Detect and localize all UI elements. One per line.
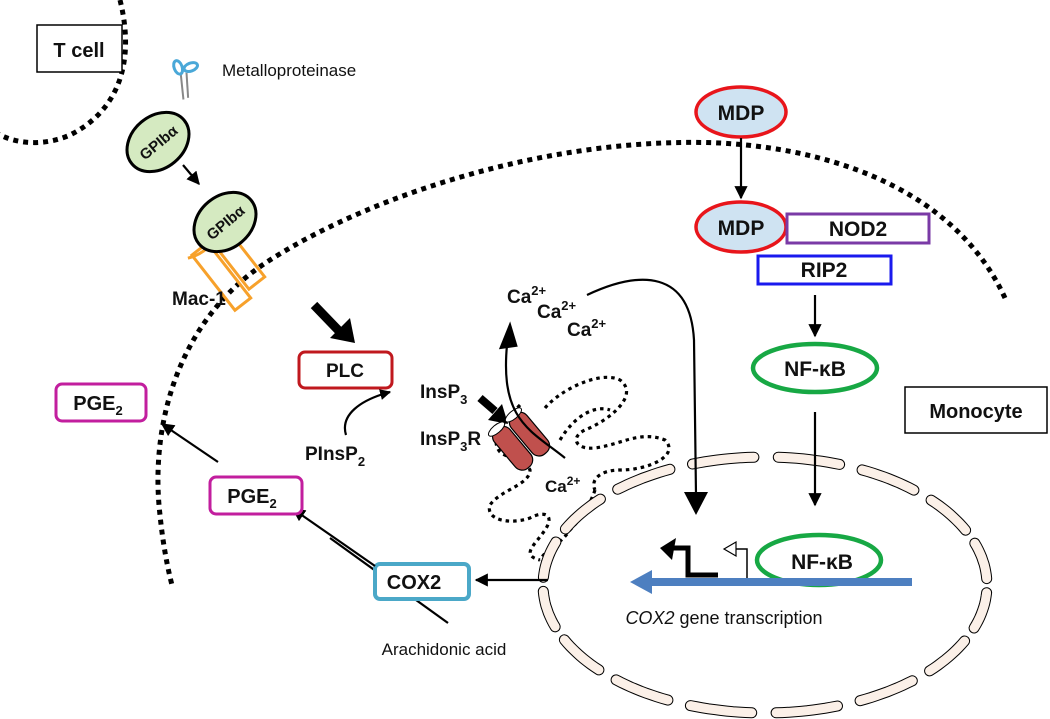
promoter-basal-arrow	[733, 548, 748, 578]
arachidonic-acid-label: Arachidonic acid	[382, 640, 507, 659]
nod2-label: NOD2	[829, 218, 887, 241]
ca-label-2: Ca2+	[537, 298, 577, 323]
pge2-intracellular-box	[208, 475, 304, 516]
rip2-box	[756, 254, 893, 286]
ca-label-1: Ca2+	[507, 283, 547, 308]
pge2-secretion-arrow	[160, 423, 219, 463]
monocyte-label: Monocyte	[929, 401, 1022, 423]
ca-label-3: Ca2+	[567, 316, 607, 341]
ca-to-nucleus-line	[586, 278, 698, 496]
promoter-basal-arrowhead	[722, 540, 737, 558]
nuclear-envelope-segment	[970, 538, 992, 584]
nuclear-envelope-segment	[857, 465, 919, 495]
nuclear-envelope-segment	[855, 676, 917, 706]
pinsp2-to-insp3-arrow	[343, 389, 392, 436]
scissors-icon	[172, 59, 199, 100]
ca-label-er: Ca2+	[545, 474, 580, 496]
nfkb-cytoplasmic-label: NF-κB	[784, 358, 846, 381]
pge2-extracellular-label: PGE2	[73, 393, 122, 418]
ca-release-arrowhead	[498, 321, 518, 350]
nuclear-envelope-segment	[688, 452, 759, 469]
nuclear-envelope-segment	[538, 537, 561, 582]
insp3-to-receptor-arrowhead	[488, 404, 508, 424]
gene-transcription-label: COX2 gene transcription	[625, 608, 822, 628]
insp3-label: InsP3	[420, 382, 467, 407]
insp3-to-receptor-shaft	[477, 394, 498, 415]
promoter-strong-arrowhead	[660, 538, 676, 560]
pge2-intracellular-label: PGE2	[227, 486, 276, 511]
nuclear-envelope-segment	[559, 635, 604, 675]
mdp-extracellular	[694, 85, 788, 139]
nuclear-envelope-segment	[771, 701, 842, 718]
nod2-box	[785, 212, 931, 245]
gpiba-bound: GPIbα	[192, 190, 258, 254]
nuclear-envelope	[537, 451, 993, 719]
mac1-label: Mac-1	[172, 289, 226, 310]
nuclear-envelope-segment	[925, 636, 970, 676]
nuclear-envelope-segment	[611, 675, 673, 705]
nuclear-envelope-segment	[538, 586, 560, 632]
rip2-label: RIP2	[801, 259, 848, 282]
mac1-to-plc-arrowhead	[330, 318, 355, 343]
pinsp2-label: PInsP2	[305, 444, 365, 469]
cox2-label: COX2	[387, 572, 441, 594]
gpiba-shed: GPIbα	[125, 110, 191, 174]
mac1-to-plc-shaft	[310, 301, 344, 336]
nuclear-envelope-segment	[560, 494, 605, 534]
plc-box	[297, 350, 394, 390]
cox2-box	[373, 562, 471, 601]
insp3r-label: InsP3R	[420, 429, 481, 454]
ca-to-nucleus-arrowhead	[684, 492, 708, 515]
pge2-extracellular-box	[54, 382, 148, 423]
nuclear-envelope-segment	[969, 588, 992, 633]
mdp-intracellular-label: MDP	[718, 217, 765, 240]
promoter-strong-arrow	[672, 545, 718, 578]
monocyte-label-box	[904, 386, 1048, 434]
nuclear-envelope-segment	[926, 495, 971, 535]
t-cell-label: T cell	[53, 40, 104, 62]
insp3r-channel	[487, 407, 551, 471]
shed-arrow	[182, 164, 200, 186]
nuclear-envelope-segment	[685, 701, 757, 718]
metalloproteinase-label: Metalloproteinase	[222, 61, 356, 80]
plc-label: PLC	[326, 361, 364, 382]
nuclear-envelope-segment	[613, 464, 675, 494]
nfkb-nuclear-label: NF-κB	[791, 551, 853, 574]
dna-direction-arrowhead	[630, 570, 652, 594]
nuclear-envelope-segment	[773, 452, 845, 469]
t-cell-label-box	[36, 24, 123, 73]
nfkb-cytoplasmic	[750, 341, 880, 395]
mdp-extracellular-label: MDP	[718, 102, 765, 125]
cox2-to-pge2-arrow	[291, 508, 376, 567]
ca-release-curve	[504, 344, 566, 459]
